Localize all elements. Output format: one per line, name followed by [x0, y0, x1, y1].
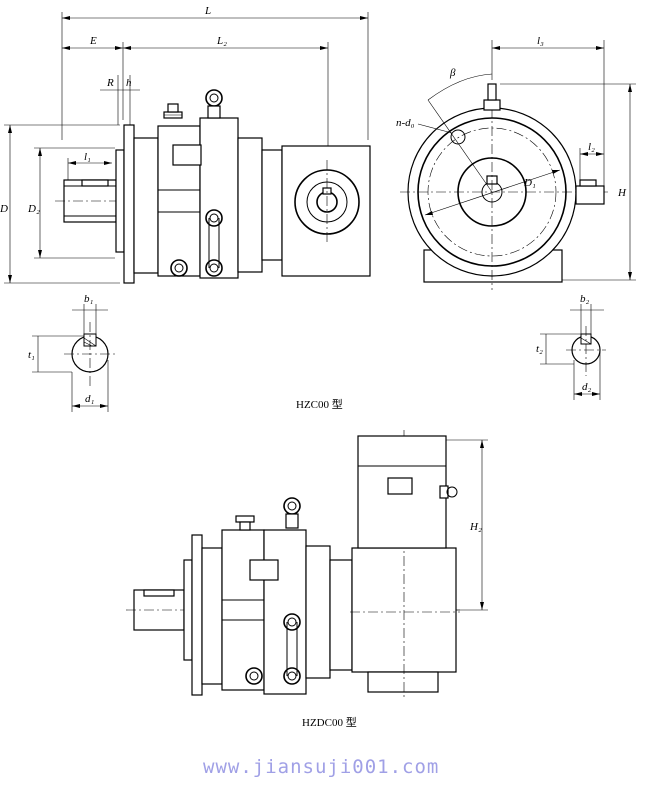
label-E: E — [89, 35, 97, 47]
label-b2: b₂ — [580, 293, 590, 305]
label-H2: H₂ — [469, 521, 482, 533]
label-l1: l₁ — [84, 151, 91, 163]
label-L: L — [204, 5, 211, 17]
label-H: H — [617, 187, 627, 199]
caption-hzc00: HZC00 型 — [296, 397, 343, 411]
label-beta: β — [449, 67, 456, 79]
label-nd0: n-d₀ — [396, 117, 415, 129]
label-l2: l₂ — [588, 141, 595, 153]
dimension-labels: L E L₂ R h l₁ D D₂ l₃ β n-d₀ D₁ l₂ H b₁ … — [0, 5, 627, 533]
label-t1: t₁ — [28, 349, 35, 361]
label-b1: b₁ — [84, 293, 94, 305]
label-t2: t₂ — [536, 343, 543, 355]
side-view-hzc00 — [400, 40, 636, 290]
label-D1: D₁ — [523, 177, 536, 189]
label-d2: d₂ — [582, 381, 592, 393]
watermark: www.jiansuji001.com — [203, 756, 439, 778]
label-l3: l₃ — [537, 35, 544, 47]
label-D: D — [0, 203, 8, 215]
shaft-section-right — [540, 304, 606, 400]
label-R: R — [106, 77, 114, 89]
front-view-hzdc00 — [126, 430, 488, 700]
label-D2: D₂ — [27, 203, 40, 215]
front-view-hzc00 — [4, 12, 371, 284]
label-L2: L₂ — [216, 35, 227, 47]
label-h: h — [126, 77, 132, 89]
caption-hzdc00: HZDC00 型 — [302, 715, 357, 729]
label-d1: d₁ — [85, 393, 95, 405]
shaft-section-left — [32, 304, 118, 412]
